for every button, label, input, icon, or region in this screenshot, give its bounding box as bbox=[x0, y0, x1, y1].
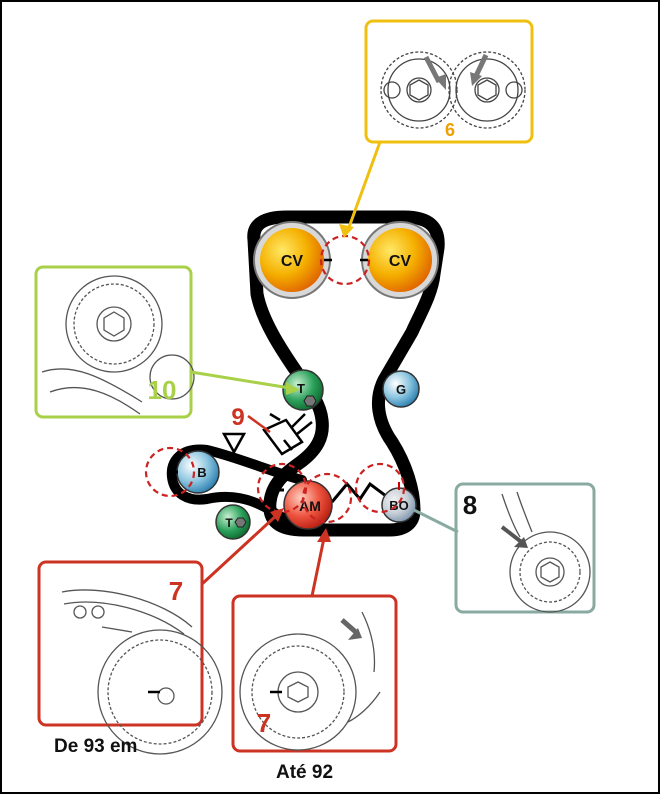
pulley-tensioner-upper: T bbox=[282, 369, 324, 411]
callout-number-7-center: 7 bbox=[257, 708, 271, 738]
alignment-circle-bo bbox=[354, 462, 406, 514]
leader-line-10 bbox=[190, 370, 291, 390]
caption-left: De 93 em bbox=[54, 736, 138, 757]
leader-line-6 bbox=[346, 141, 382, 231]
pulley-idler-g: G bbox=[382, 370, 420, 408]
alignment-circle-am-right bbox=[301, 472, 353, 524]
callout-box-7-center: 7 bbox=[231, 594, 398, 753]
caption-center: Até 92 bbox=[276, 762, 334, 783]
pulley-cv-right: CV bbox=[361, 221, 439, 299]
belt-crossover bbox=[330, 481, 395, 504]
leader-arrow-6 bbox=[339, 224, 354, 238]
callout-number-9: 9 bbox=[231, 404, 244, 431]
pulley-label-am: AM bbox=[299, 498, 321, 514]
callout-box-10: 10 bbox=[34, 265, 195, 419]
callout-box-6: 6 bbox=[364, 19, 534, 144]
callout-number-7-left: 7 bbox=[169, 576, 183, 606]
callout-number-10: 10 bbox=[148, 375, 177, 405]
direction-arrow-icon bbox=[221, 432, 247, 455]
leader-arrow-7-center bbox=[317, 528, 331, 542]
callout-box-8: 8 bbox=[454, 482, 596, 614]
alignment-markers bbox=[144, 234, 406, 524]
callout-box-7-left: 7 bbox=[37, 560, 223, 755]
pulley-am: AM bbox=[283, 480, 333, 530]
callout-number-6: 6 bbox=[445, 120, 455, 140]
leader-line-8 bbox=[413, 508, 459, 534]
pulley-label-bo: BO bbox=[389, 498, 409, 513]
alignment-circle-b bbox=[144, 446, 196, 498]
leader-line-9 bbox=[247, 414, 271, 434]
pulley-label-cv-right: CV bbox=[389, 253, 412, 270]
leader-arrow-10 bbox=[286, 382, 300, 395]
pulley-label-b-left: B bbox=[197, 465, 206, 480]
pulley-label-tensioner-upper: T bbox=[297, 381, 305, 396]
leader-line-7-center bbox=[310, 537, 326, 597]
pulley-b-left: B bbox=[176, 450, 220, 494]
pulley-cv-left: CV bbox=[253, 221, 331, 299]
leader-line-7-left bbox=[200, 512, 280, 586]
timing-belt bbox=[247, 210, 445, 537]
pulley-label-cv-left: CV bbox=[281, 253, 304, 270]
pulley-tensioner-lower: T bbox=[215, 504, 251, 540]
pulley-label-tensioner-lower: T bbox=[225, 516, 233, 530]
callout-number-8: 8 bbox=[463, 490, 477, 520]
balance-shaft-belt bbox=[166, 444, 311, 528]
pulley-label-idler-g: G bbox=[396, 382, 406, 397]
leader-arrow-7-left bbox=[270, 508, 284, 522]
tensioner-bracket bbox=[262, 412, 313, 456]
pulley-bo: BO bbox=[381, 487, 417, 523]
